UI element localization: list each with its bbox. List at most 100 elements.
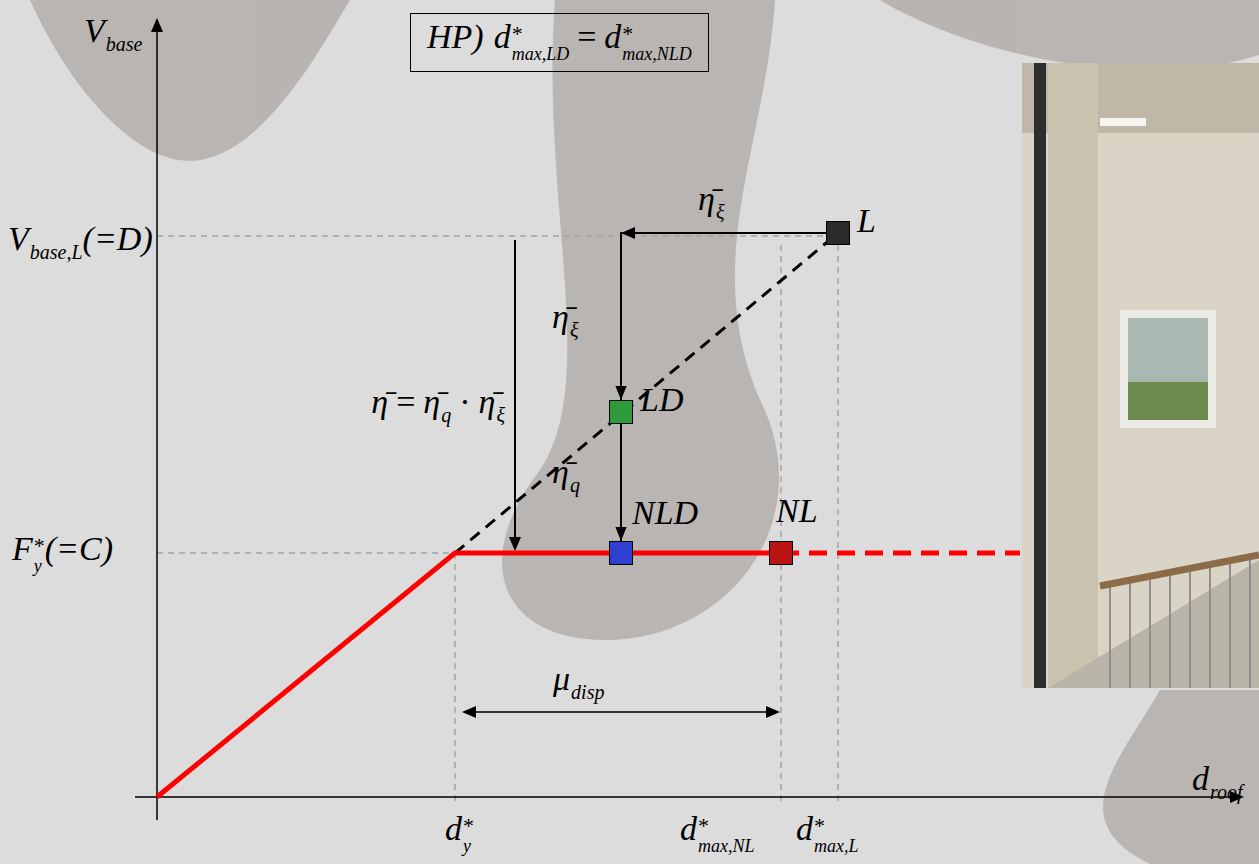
photo-handrail [1100, 555, 1259, 586]
damping-factor-label-group: η̄ξ [698, 182, 724, 216]
ductility-label: disp [571, 681, 604, 703]
photo-window-green [1128, 382, 1208, 420]
axis-value-label: V [8, 220, 29, 257]
index-stack: *max,NL [698, 815, 755, 855]
axis-value-label: d [445, 810, 462, 847]
index-stack: *max,L [814, 815, 859, 855]
reduction-formula: η̄ [371, 383, 388, 420]
point-label-holder: NLD [632, 496, 698, 530]
decor-blob [502, 0, 779, 640]
photo-baluster [1149, 576, 1151, 688]
photo-window-glass [1128, 318, 1208, 420]
photo-column [1034, 63, 1046, 688]
reduction-formula: η̄ [479, 383, 496, 420]
hypothesis-box: HP)d*max,LD=d*max,NLD [410, 13, 709, 72]
y-axis-arrowhead [151, 18, 163, 32]
axis-value-label-subscript: y [34, 557, 45, 575]
hypothesis-text: HP) [427, 18, 484, 55]
axis-title: d [1192, 760, 1209, 797]
axis-value-label-superscript: * [34, 535, 45, 557]
capacity-curve [157, 553, 781, 797]
index-stack: *max,NLD [622, 23, 692, 63]
axis-title-group: Vbase [84, 14, 142, 48]
point-label: LD [640, 381, 683, 418]
point-label-holder: L [857, 204, 876, 238]
photo-wall [1022, 63, 1259, 688]
y-axis [156, 32, 158, 820]
guide-line [157, 235, 838, 237]
damping-factor-label: ξ [716, 201, 725, 223]
ductility-arrowhead [462, 706, 476, 718]
axis-title: roof [1210, 781, 1243, 803]
axis-value-label: d [796, 810, 813, 847]
guide-line [157, 552, 455, 554]
photo-baluster [1189, 568, 1191, 688]
behaviour-factor-label: η̄ [552, 453, 569, 490]
index-stack: *max,LD [512, 23, 570, 63]
photo-baluster [1109, 584, 1111, 688]
guide-lines [157, 236, 838, 805]
axis-title: base [106, 33, 143, 55]
hypothesis-text-subscript: max,NLD [622, 45, 692, 63]
axis-value-label-group: Vbase,L(=D) [8, 222, 153, 256]
nonlinear-damped-point-marker: NLD [609, 541, 633, 565]
photo-baluster [1249, 557, 1251, 688]
damping-factor-label: η̄ [698, 180, 715, 217]
decor-blob [880, 0, 1259, 70]
axis-value-label-subscript: max,NL [698, 837, 755, 855]
linear-point-marker: L [826, 221, 850, 245]
hypothesis-text-superscript: * [512, 23, 570, 45]
photo-stairs [1048, 560, 1259, 688]
axis-value-label-group: d*max,L [796, 812, 859, 855]
photo-panel [1048, 63, 1098, 688]
ductility-arrow [474, 711, 768, 713]
stairwell-photo [1022, 63, 1259, 688]
behaviour-factor-label-group: η̄q [552, 455, 580, 489]
decor-blob [30, 0, 350, 161]
axis-value-label-superscript: * [463, 815, 474, 837]
damping-factor-label: ξ [570, 319, 579, 341]
index-stack: *y [463, 815, 474, 855]
axis-title-group: droof [1192, 762, 1243, 796]
guide-line [837, 245, 839, 805]
axis-value-label: (=C) [45, 530, 113, 567]
photo-lamp [1100, 118, 1146, 126]
axis-value-label-group: d*max,NL [680, 812, 755, 855]
reduction-formula-group: η̄=η̄q·η̄ξ [371, 385, 505, 419]
linear-response-line [455, 233, 838, 553]
axis-value-label: base,L [30, 241, 83, 263]
nonlinear-point-marker: NL [769, 541, 793, 565]
axis-value-label-group: F*y(=C) [12, 532, 113, 575]
point-label-holder: LD [640, 383, 683, 417]
point-label-holder: NL [776, 494, 818, 528]
reduction-formula: η̄ [423, 383, 440, 420]
ductility-label-group: μdisp [553, 662, 604, 696]
hypothesis-text: d [494, 18, 511, 55]
linear-damped-point-marker: LD [609, 400, 633, 424]
photo-window-frame [1120, 310, 1216, 428]
hypothesis-text-subscript: max,LD [512, 45, 570, 63]
photo-baluster [1169, 572, 1171, 688]
damping-factor-label: η̄ [552, 298, 569, 335]
ductility-label: μ [553, 660, 570, 697]
axis-value-label: F [12, 530, 33, 567]
reduction-formula: q [441, 404, 451, 426]
photo-baluster [1229, 560, 1231, 688]
point-label: L [857, 202, 876, 239]
reduction-formula: = [396, 383, 415, 420]
reduction-arrow [514, 240, 516, 538]
damping-factor-label-group: η̄ξ [552, 300, 578, 334]
axis-value-label-group: d*y [445, 812, 474, 855]
photo-baluster [1129, 580, 1131, 688]
hypothesis-text-superscript: * [622, 23, 692, 45]
axis-title: V [84, 12, 105, 49]
reduction-formula: · [459, 383, 470, 420]
reduction-arrow [620, 424, 622, 541]
hypothesis-text: = [577, 18, 596, 55]
point-label: NL [776, 492, 818, 529]
axis-value-label-subscript: max,L [814, 837, 859, 855]
axis-value-label-superscript: * [814, 815, 859, 837]
guide-line [454, 553, 456, 805]
